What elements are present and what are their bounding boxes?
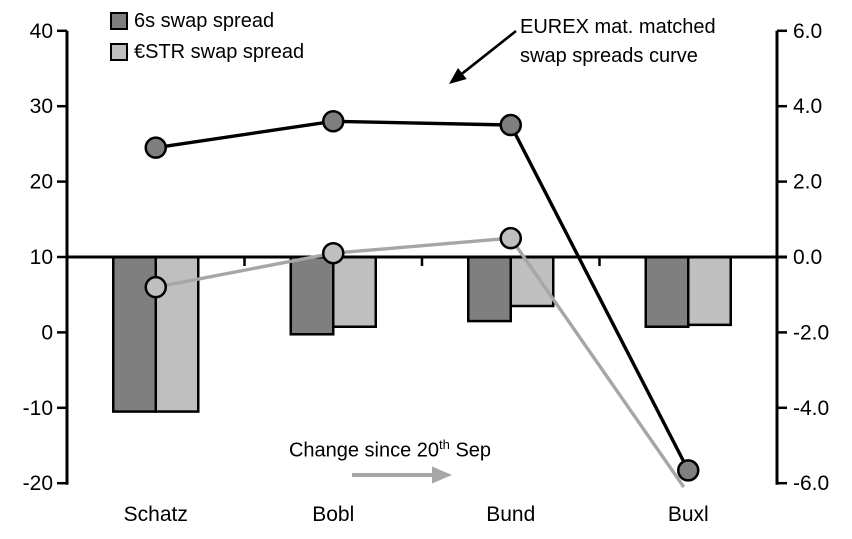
category-axis: Schatz Bobl Bund Buxl xyxy=(67,255,787,526)
legend-swatch-6s xyxy=(110,12,128,30)
right-axis-tick-label: -4.0 xyxy=(793,397,829,420)
curve-annotation-line2: swap spreads curve xyxy=(520,45,698,67)
curve-annotation-arrow xyxy=(449,29,517,84)
right-axis-tick-label: 6.0 xyxy=(793,20,822,43)
marker-6s-bobl xyxy=(322,110,345,133)
marker-6s-schatz xyxy=(144,136,167,159)
category-label: Buxl xyxy=(668,503,709,526)
bar-estr-bund xyxy=(509,255,555,308)
right-axis-tick-label: 4.0 xyxy=(793,95,822,118)
left-axis-tick-label: 20 xyxy=(30,171,53,194)
category-label: Bund xyxy=(486,503,535,526)
left-axis-tick-label: 40 xyxy=(30,20,53,43)
bar-6s-bobl xyxy=(289,255,335,336)
marker-6s-bund xyxy=(499,113,522,137)
legend-item-estr: €STR swap spread xyxy=(110,41,304,63)
right-axis-tick-label: -6.0 xyxy=(793,472,829,495)
chart-legend: 6s swap spread €STR swap spread xyxy=(110,10,304,63)
marker-6s-buxl xyxy=(677,459,700,482)
left-axis: 40 30 20 10 0 -10 -20 xyxy=(23,20,69,495)
right-axis-tick-label: 2.0 xyxy=(793,171,822,194)
left-axis-tick-label: 30 xyxy=(30,95,53,118)
change-annotation: Change since 20th Sep xyxy=(268,437,512,463)
legend-swatch-estr xyxy=(110,43,128,61)
right-axis-tick-label: 0.0 xyxy=(793,246,822,269)
left-axis-tick-label: 10 xyxy=(30,246,53,269)
legend-label-estr: €STR swap spread xyxy=(134,41,305,63)
bar-6s-bund xyxy=(467,255,512,323)
marker-estr-bund xyxy=(499,226,522,250)
curve-annotation: EUREX mat. matched swap spreads curve xyxy=(520,13,716,71)
change-annotation-arrow xyxy=(352,466,452,484)
left-axis-tick-label: -10 xyxy=(23,397,53,420)
line-estr xyxy=(144,226,686,488)
left-axis-tick-label: 0 xyxy=(41,321,53,344)
curve-annotation-line1: EUREX mat. matched xyxy=(520,16,716,38)
legend-label-6s: 6s swap spread xyxy=(134,10,275,32)
bar-6s-buxl xyxy=(644,255,690,328)
change-annotation-sup: th xyxy=(439,437,450,452)
line-6s xyxy=(144,110,700,482)
bar-estr-bobl xyxy=(332,255,377,328)
marker-estr-bobl xyxy=(322,241,345,265)
category-label: Bobl xyxy=(312,503,354,526)
right-axis-tick-label: -2.0 xyxy=(793,321,829,344)
change-annotation-suffix: Sep xyxy=(449,439,492,462)
line-6s-path xyxy=(155,119,690,472)
bar-estr-buxl xyxy=(687,255,732,327)
legend-item-6s: 6s swap spread xyxy=(110,10,304,32)
change-annotation-prefix: Change since 20 xyxy=(288,439,440,462)
left-axis-tick-label: -20 xyxy=(23,472,53,495)
line-estr-path xyxy=(155,236,686,488)
marker-estr-schatz xyxy=(144,275,167,299)
category-label: Schatz xyxy=(124,503,188,526)
